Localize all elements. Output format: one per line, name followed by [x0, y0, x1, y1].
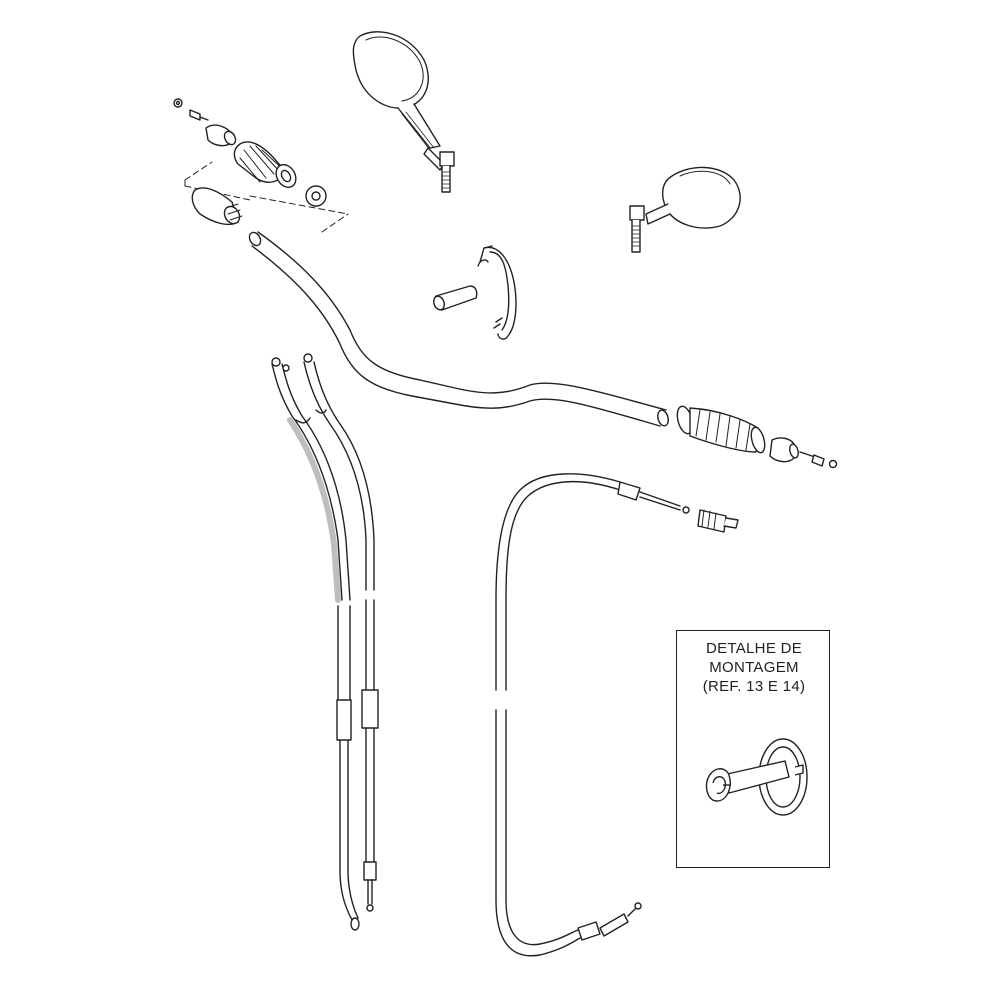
right-grip-assembly [676, 405, 838, 469]
clip-assembly-detail-drawing [705, 738, 808, 816]
clutch-cable [495, 473, 739, 957]
assembly-detail-box: DETALHE DE MONTAGEM (REF. 13 E 14) [676, 630, 830, 868]
detail-title: DETALHE DE MONTAGEM (REF. 13 E 14) [677, 639, 831, 696]
throttle-cables [271, 353, 379, 931]
left-mirror [352, 31, 455, 193]
right-mirror [629, 166, 741, 253]
detail-title-line-2: MONTAGEM [709, 659, 799, 676]
cable-clip-and-sleeve [433, 245, 517, 340]
detail-title-line-1: DETALHE DE [705, 640, 803, 657]
handlebar-tube [248, 231, 669, 427]
detail-title-line-3: (REF. 13 E 14) [702, 678, 806, 695]
left-grip-assembly [173, 98, 327, 226]
